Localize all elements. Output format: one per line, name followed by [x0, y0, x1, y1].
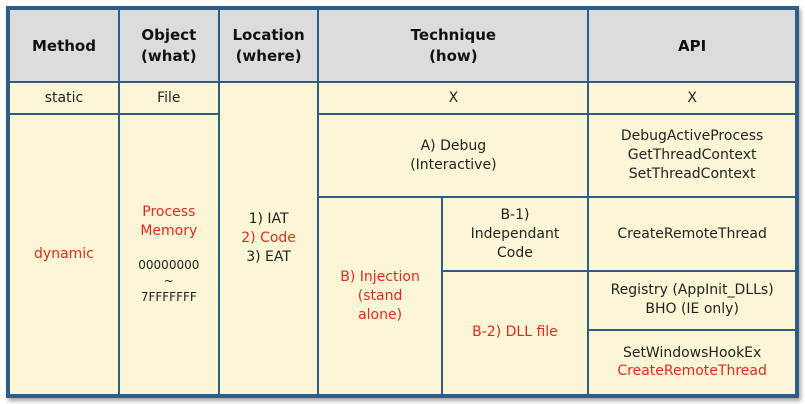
header-location-line1: Location [232, 26, 305, 45]
header-location: Location (where) [219, 10, 318, 82]
header-object-line1: Object [141, 26, 197, 45]
b1-api: CreateRemoteThread [589, 198, 795, 270]
b1-line3: Code [497, 244, 533, 261]
object-range-sep: ~ [163, 274, 174, 289]
api-set-windows-hook-ex: SetWindowsHookEx [622, 344, 762, 361]
object-range-end: 7FFFFFFF [140, 290, 197, 305]
debug-line2: (Interactive) [410, 156, 497, 173]
api-registry: Registry (AppInit_DLLs) [610, 282, 774, 299]
comparison-table-frame: Method Object (what) Location (where) Te… [6, 6, 799, 398]
header-method: Method [10, 10, 118, 82]
static-api: X [589, 83, 795, 113]
object-memory: Memory [140, 223, 198, 240]
static-object: File [119, 83, 218, 113]
b2-technique: B-2) DLL file [442, 271, 588, 394]
header-object-line2: (what) [141, 46, 197, 65]
injection-line3: alone) [358, 306, 403, 323]
object-range-start: 00000000 [138, 258, 200, 273]
dynamic-object: Process Memory 00000000 ~ 7FFFFFFF [119, 114, 218, 394]
header-row: Method Object (what) Location (where) Te… [10, 10, 795, 82]
static-technique: X [319, 83, 588, 113]
row-b1: B) Injection (stand alone) B-1) Independ… [10, 198, 795, 394]
b1-line2: Independant [470, 225, 560, 242]
comparison-table: Method Object (what) Location (where) Te… [8, 8, 797, 396]
location-eat: 3) EAT [246, 249, 291, 266]
location-code: 2) Code [241, 230, 296, 247]
header-api: API [589, 10, 795, 82]
row-b2-hook-a: SetWindowsHookEx CreateRemoteThread [10, 330, 795, 394]
debug-line1: A) Debug [420, 137, 487, 154]
api-create-remote-thread-dll: CreateRemoteThread [617, 363, 767, 380]
header-technique: Technique (how) [319, 10, 588, 82]
api-get-thread-context: GetThreadContext [627, 147, 757, 164]
b1-line1: B-1) [500, 206, 530, 223]
location-iat: 1) IAT [248, 211, 289, 228]
api-debug-active-process: DebugActiveProcess [620, 128, 764, 145]
debug-technique: A) Debug (Interactive) [319, 114, 588, 197]
injection-technique: B) Injection (stand alone) [319, 198, 441, 394]
header-technique-line2: (how) [429, 46, 478, 65]
row-b2-registry: B-2) DLL file Registry (AppInit_DLLs) BH… [10, 271, 795, 394]
injection-line1: B) Injection [340, 268, 420, 285]
row-debug: dynamic Process Memory 00000000 ~ 7FFFFF… [10, 114, 795, 394]
static-method: static [10, 83, 118, 113]
header-object: Object (what) [119, 10, 218, 82]
injection-line2: (stand [357, 287, 403, 304]
b1-technique: B-1) Independant Code [442, 198, 588, 270]
row-static: static File 1) IAT 2) Code 3) EAT X X [10, 83, 795, 394]
api-set-thread-context: SetThreadContext [628, 166, 756, 183]
dynamic-method: dynamic [10, 114, 118, 394]
debug-api: DebugActiveProcess GetThreadContext SetT… [589, 114, 795, 197]
location-cell: 1) IAT 2) Code 3) EAT [219, 83, 318, 394]
b2-api-hook: SetWindowsHookEx CreateRemoteThread [589, 330, 795, 394]
header-location-line2: (where) [235, 46, 302, 65]
b2-api-registry: Registry (AppInit_DLLs) BHO (IE only) [589, 271, 795, 329]
api-bho: BHO (IE only) [645, 301, 739, 318]
header-technique-line1: Technique [410, 26, 497, 45]
object-process: Process [142, 204, 196, 221]
